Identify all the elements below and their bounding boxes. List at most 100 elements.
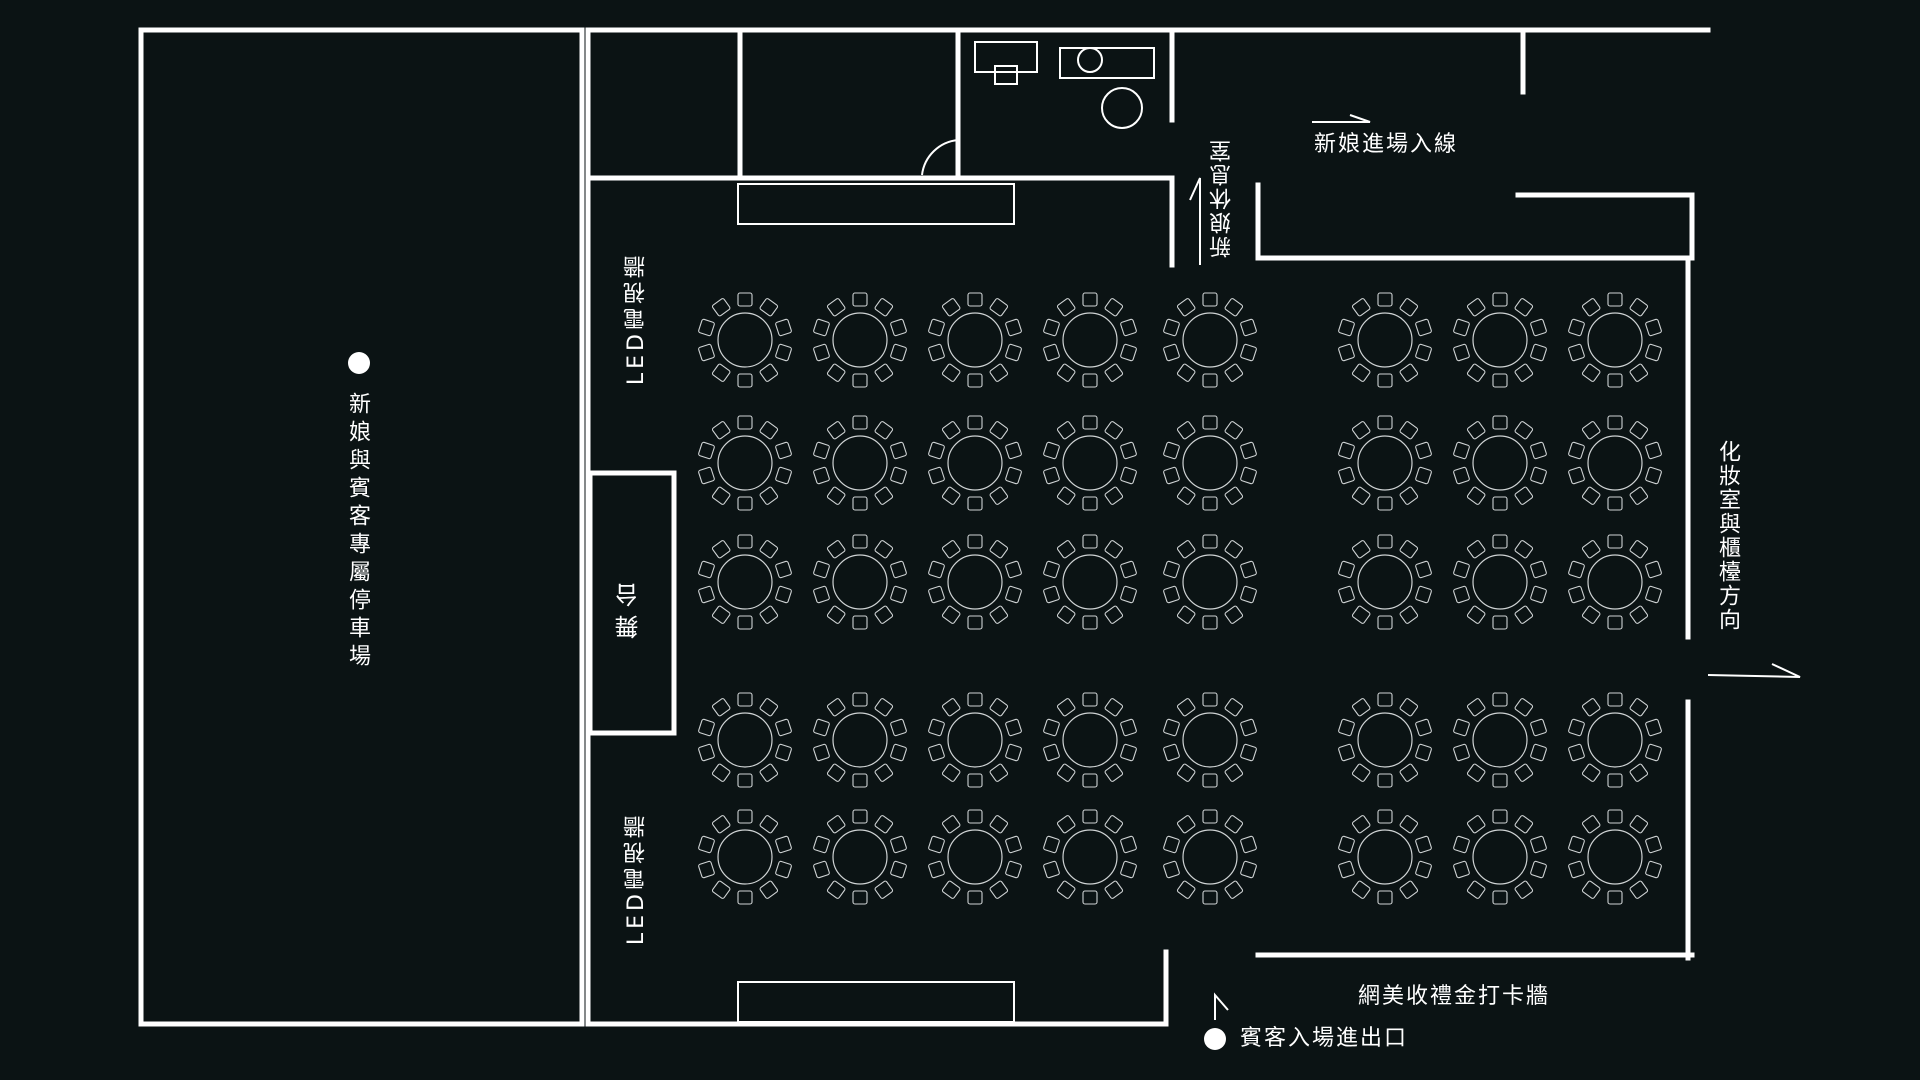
chair <box>1530 560 1547 579</box>
chair <box>1581 880 1601 899</box>
chair <box>1120 718 1137 737</box>
chair <box>1415 560 1432 579</box>
chair <box>1453 318 1470 337</box>
chair <box>989 880 1009 899</box>
chair <box>890 560 907 579</box>
chair <box>1645 318 1662 337</box>
chair <box>737 692 753 707</box>
chair <box>759 363 779 382</box>
chair <box>1453 441 1470 460</box>
chair <box>1415 441 1432 460</box>
chair <box>1338 743 1355 762</box>
chair <box>1453 466 1470 485</box>
chair <box>989 298 1009 317</box>
chair <box>852 496 868 511</box>
chair <box>1104 363 1124 382</box>
chair <box>1163 718 1180 737</box>
chair <box>813 441 830 460</box>
table-top <box>1062 435 1118 491</box>
table-top <box>1357 829 1413 885</box>
chair <box>1530 318 1547 337</box>
table-top <box>717 829 773 885</box>
chair <box>1514 698 1534 717</box>
makeup-counter-label: 化妝室與櫃檯方向 <box>1715 440 1740 632</box>
chair <box>989 815 1009 834</box>
chair <box>1043 343 1060 362</box>
chair <box>1514 421 1534 440</box>
chair <box>1581 763 1601 782</box>
chair <box>1581 298 1601 317</box>
chair <box>759 540 779 559</box>
round-table <box>1453 292 1547 388</box>
chair <box>852 809 868 824</box>
chair <box>1645 835 1662 854</box>
chair <box>1629 605 1649 624</box>
chair <box>890 343 907 362</box>
chair <box>1453 835 1470 854</box>
chair <box>1530 718 1547 737</box>
chair <box>711 298 731 317</box>
chair <box>1056 540 1076 559</box>
chair <box>775 560 792 579</box>
chair <box>941 698 961 717</box>
chair <box>1163 466 1180 485</box>
chair <box>1453 585 1470 604</box>
chair <box>775 318 792 337</box>
chair <box>711 698 731 717</box>
chair <box>1202 692 1218 707</box>
chair <box>775 835 792 854</box>
chair <box>1453 343 1470 362</box>
chair <box>1568 585 1585 604</box>
round-table <box>813 809 907 905</box>
bride-corridor-walls <box>1255 182 1695 261</box>
chair <box>852 534 868 549</box>
table-top <box>1357 712 1413 768</box>
chair <box>1240 835 1257 854</box>
guest-entrance-label: 賓客入場進出口 <box>1240 1026 1409 1051</box>
round-table <box>1163 692 1257 788</box>
lounge-arrow <box>1189 177 1201 265</box>
chair <box>1629 763 1649 782</box>
chair <box>928 835 945 854</box>
chair <box>1043 318 1060 337</box>
chair <box>1005 318 1022 337</box>
table-top <box>717 554 773 610</box>
chair <box>1453 860 1470 879</box>
chair <box>1514 363 1534 382</box>
round-table <box>813 415 907 511</box>
chair <box>1581 815 1601 834</box>
chair <box>1629 540 1649 559</box>
chair <box>1120 835 1137 854</box>
chair <box>1338 318 1355 337</box>
chair <box>813 466 830 485</box>
chair <box>1176 815 1196 834</box>
chair <box>826 763 846 782</box>
chair <box>1629 815 1649 834</box>
round-table <box>698 692 792 788</box>
chair <box>711 421 731 440</box>
round-table <box>813 534 907 630</box>
chair <box>1377 615 1393 630</box>
table-top <box>1062 829 1118 885</box>
chair <box>1514 486 1534 505</box>
table-top <box>947 712 1003 768</box>
chair <box>1163 441 1180 460</box>
parking-lot-area <box>138 27 585 1027</box>
chair <box>813 585 830 604</box>
door-swing <box>921 138 959 176</box>
chair <box>1043 835 1060 854</box>
chair <box>1351 815 1371 834</box>
chair <box>852 415 868 430</box>
chair <box>1492 415 1508 430</box>
chair <box>1453 560 1470 579</box>
bride-entrance-label: 新娘進場入線 <box>1314 132 1459 157</box>
chair <box>1629 880 1649 899</box>
chair <box>1514 763 1534 782</box>
chair <box>1043 560 1060 579</box>
chair <box>1176 540 1196 559</box>
chair <box>1399 815 1419 834</box>
chair <box>1568 441 1585 460</box>
chair <box>775 585 792 604</box>
chair <box>1056 880 1076 899</box>
chair <box>1224 605 1244 624</box>
